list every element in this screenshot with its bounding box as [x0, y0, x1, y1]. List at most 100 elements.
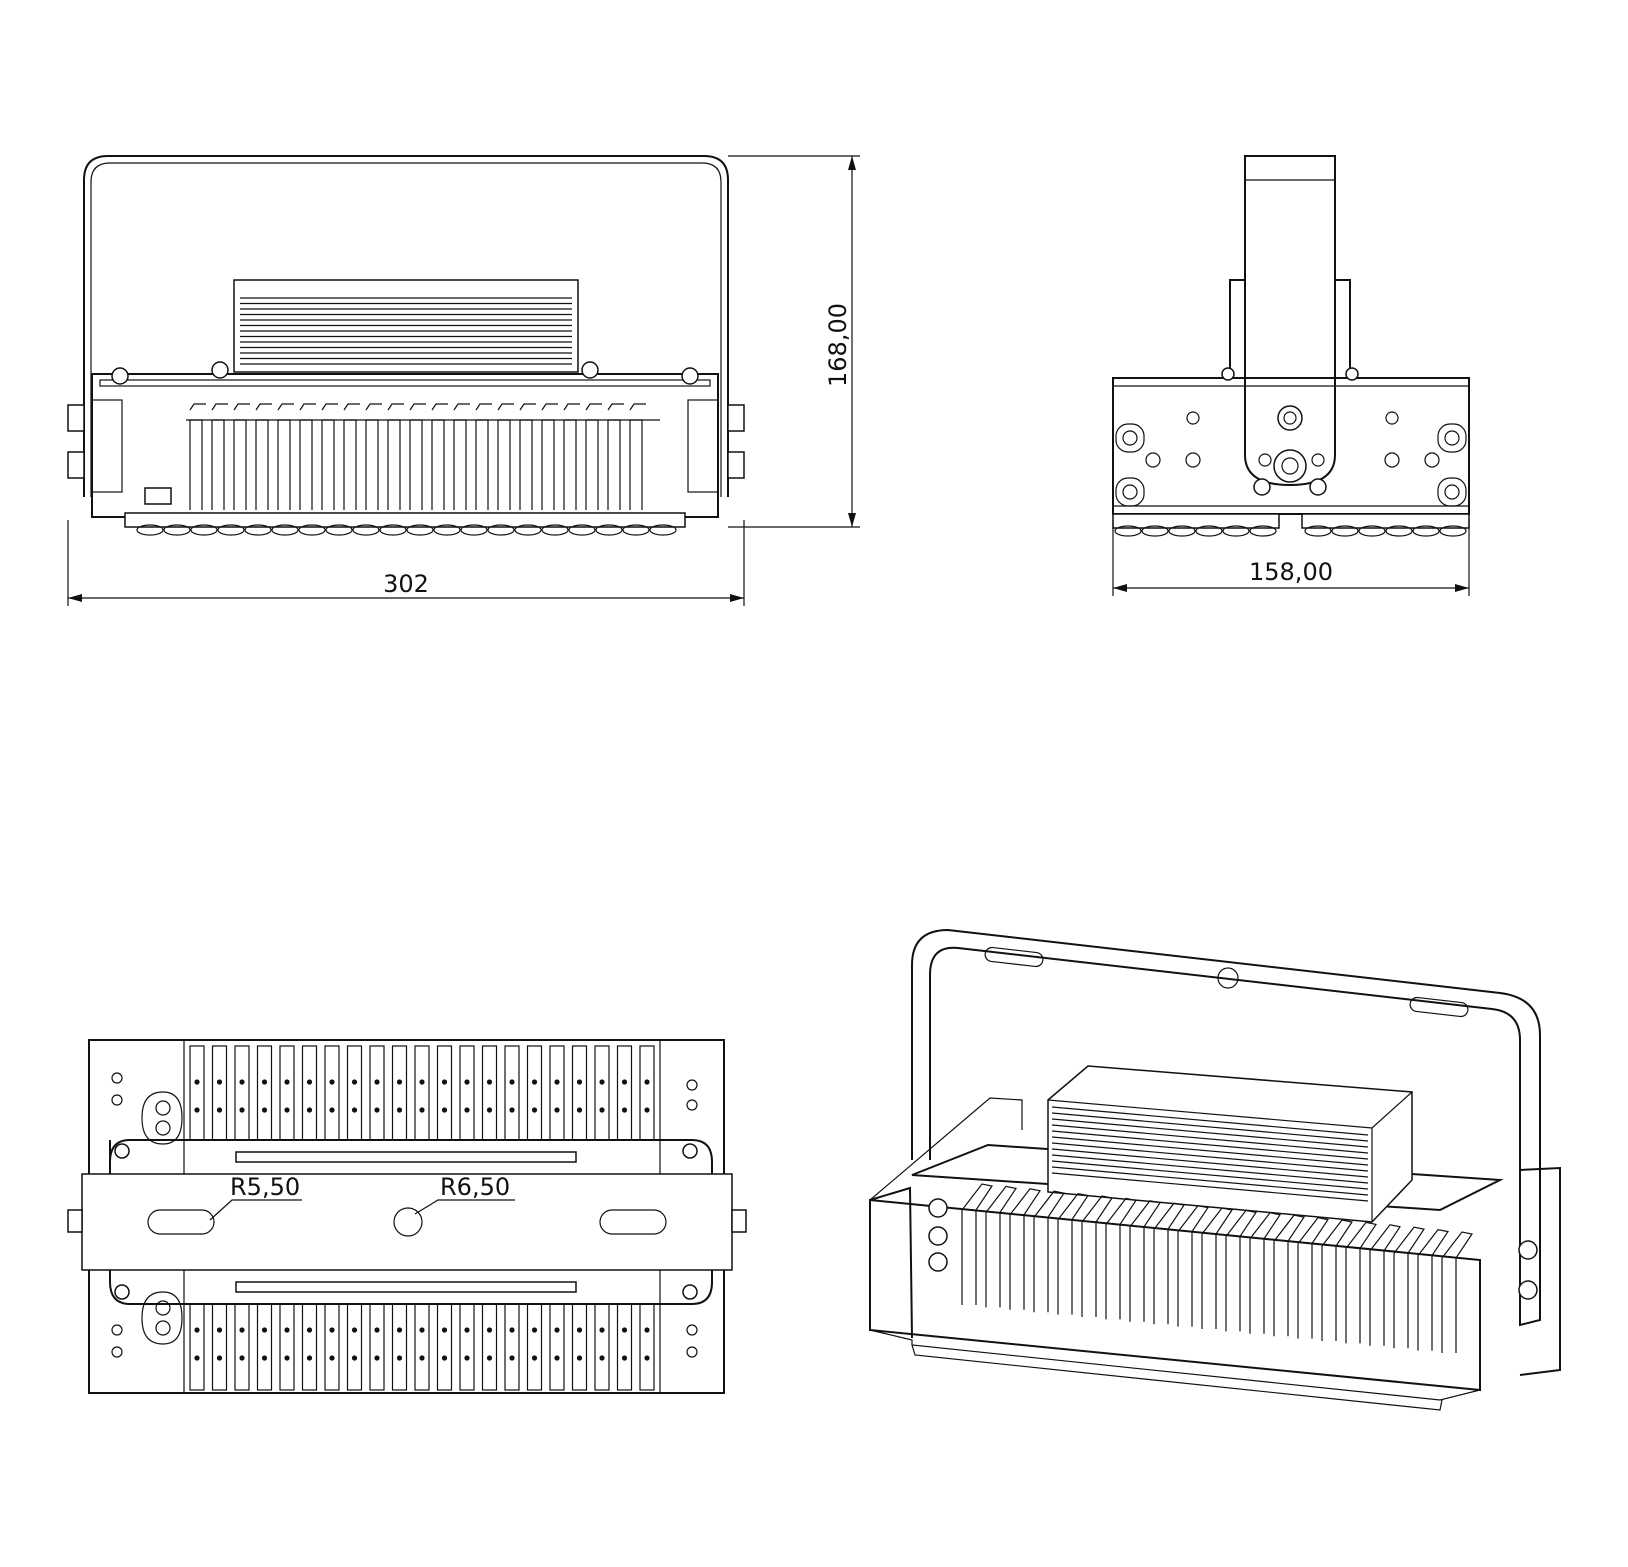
side-slots [1115, 423, 1467, 507]
bottom-fin [459, 1303, 475, 1391]
bottom-fin [189, 1045, 205, 1141]
bottom-fin [324, 1045, 340, 1141]
fin-dot [531, 1355, 538, 1361]
height-dimension-label: 168,00 [824, 303, 852, 387]
fin-dot [621, 1079, 628, 1085]
fin-dot [644, 1355, 650, 1361]
side-pivot-bolts [1253, 405, 1327, 496]
fin-dot [329, 1079, 335, 1085]
front-lens [217, 524, 245, 536]
fin-dot [284, 1079, 290, 1085]
iso-fin [1297, 1216, 1329, 1339]
fin-dot [194, 1327, 200, 1333]
iso-fin [1177, 1204, 1209, 1327]
fin-dot [194, 1107, 200, 1113]
iso-driver-line [1051, 1130, 1369, 1160]
fin-dot [486, 1355, 493, 1361]
bottom-fins-lower [189, 1303, 655, 1391]
fin-dot [554, 1107, 560, 1113]
bottom-fin [369, 1045, 385, 1141]
front-side-knobs [67, 399, 745, 493]
front-base-plate [124, 512, 686, 528]
front-driver-fins [240, 297, 572, 365]
bottom-fin [301, 1045, 318, 1141]
bottom-fin [346, 1303, 363, 1391]
bottom-fin [414, 1303, 430, 1391]
iso-driver-line [1051, 1112, 1369, 1142]
fin-dot [351, 1107, 358, 1113]
front-lens [271, 524, 299, 536]
fin-dot [509, 1327, 515, 1333]
side-lens [1195, 525, 1223, 537]
front-lens [325, 524, 353, 536]
fin-dot [509, 1107, 515, 1113]
bottom-fin [211, 1045, 228, 1141]
front-lens [298, 524, 326, 536]
fin-dot [239, 1079, 245, 1085]
front-lenses [136, 524, 677, 536]
fin-dot [216, 1107, 223, 1113]
bottom-fin [346, 1045, 363, 1141]
fin-dot [576, 1107, 583, 1113]
side-lens [1304, 525, 1332, 537]
fin-dot [486, 1327, 493, 1333]
fin-dot [306, 1079, 313, 1085]
bottom-fin [594, 1045, 610, 1141]
bottom-fin [256, 1045, 273, 1141]
side-lens [1114, 525, 1142, 537]
iso-driver-line [1051, 1166, 1369, 1196]
iso-driver-fins [1051, 1106, 1369, 1202]
side-lens [1385, 525, 1413, 537]
fin-dot [374, 1079, 380, 1085]
fin-dot [329, 1327, 335, 1333]
bottom-fin [369, 1303, 385, 1391]
fin-dot [351, 1079, 358, 1085]
front-top-bolts [111, 361, 699, 385]
isometric-view [869, 928, 1561, 1411]
front-bracket [83, 155, 729, 497]
fin-dot [261, 1107, 268, 1113]
fin-dot [441, 1107, 448, 1113]
iso-fin [1249, 1212, 1281, 1334]
iso-fin [1153, 1202, 1185, 1325]
fin-dot [239, 1355, 245, 1361]
side-lens [1358, 525, 1386, 537]
side-width-dimension: 158,00 [1112, 520, 1470, 596]
iso-driver-line [1051, 1124, 1369, 1154]
bottom-fin [526, 1045, 543, 1141]
fin-dot [464, 1107, 470, 1113]
bottom-fin [391, 1303, 408, 1391]
bottom-fins-upper [189, 1045, 655, 1141]
fin-dot [441, 1355, 448, 1361]
front-lens [190, 524, 218, 536]
bottom-fin [481, 1045, 498, 1141]
fin-dot [554, 1355, 560, 1361]
bottom-fin [594, 1303, 610, 1391]
side-bracket-arm [1244, 155, 1336, 487]
fin-dot [216, 1355, 223, 1361]
fin-dot [441, 1327, 448, 1333]
iso-driver-line [1051, 1172, 1369, 1202]
iso-driver-line [1051, 1106, 1369, 1136]
front-heat-fins [186, 403, 660, 510]
front-lens [379, 524, 407, 536]
front-lens [541, 524, 569, 536]
iso-fin [1057, 1192, 1089, 1315]
side-lens [1439, 525, 1467, 537]
fin-dot [284, 1355, 290, 1361]
fin-dot [599, 1107, 605, 1113]
fin-dot [464, 1079, 470, 1085]
bottom-fin [436, 1045, 453, 1141]
fin-dot [351, 1327, 358, 1333]
side-housing [1112, 377, 1470, 515]
bottom-left-slot [147, 1209, 215, 1235]
front-lens [514, 524, 542, 536]
iso-fin [1201, 1207, 1233, 1329]
fin-dot [239, 1327, 245, 1333]
bottom-fin [256, 1303, 273, 1391]
fin-dot [396, 1079, 403, 1085]
iso-driver-box [1047, 1065, 1413, 1223]
fin-dot [419, 1107, 425, 1113]
front-lens [352, 524, 380, 536]
iso-heat-fins [961, 1183, 1473, 1353]
